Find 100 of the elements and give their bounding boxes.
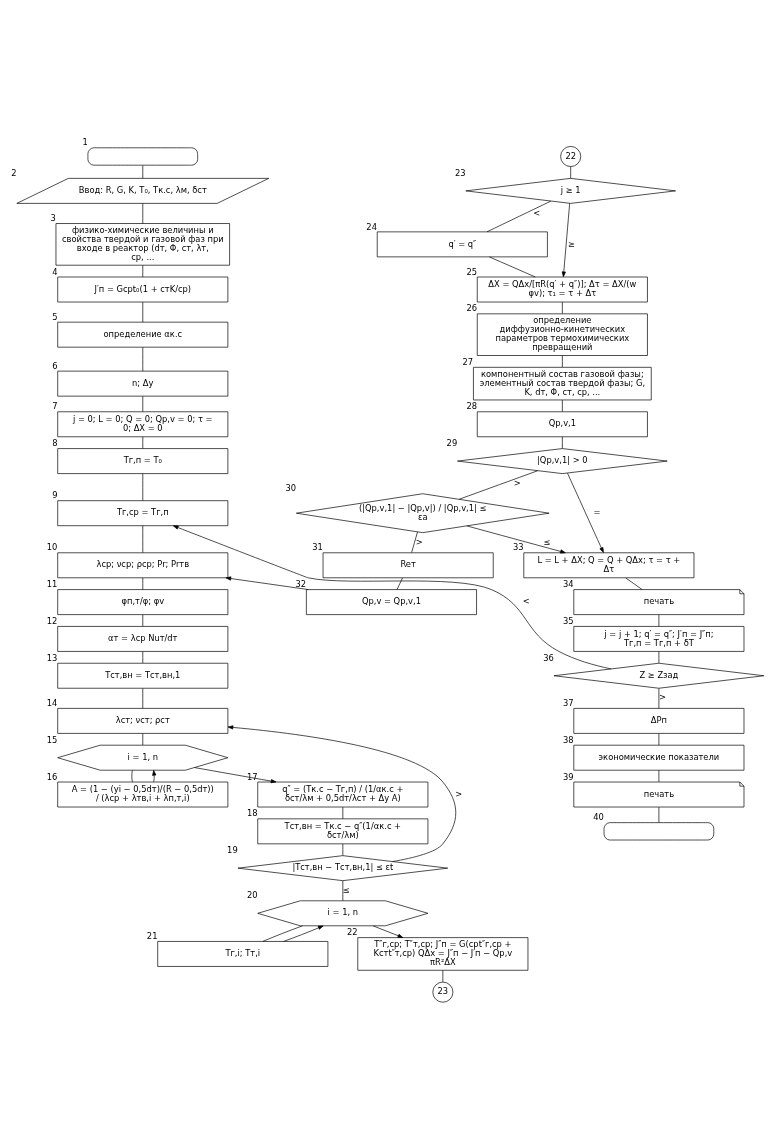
node-label: 36 — [543, 652, 554, 663]
node-oval — [603, 821, 715, 840]
connector — [658, 650, 660, 663]
node-label: 27 — [462, 356, 474, 367]
node-box: Reт — [322, 551, 494, 578]
node-box: экономические показатели — [573, 744, 745, 771]
connector — [562, 354, 563, 367]
node-box: определение αк.с — [57, 321, 229, 347]
node-label: 24 — [366, 221, 377, 231]
node-label: 34 — [562, 578, 574, 589]
edge-label: ≤ — [543, 536, 551, 547]
node-label: 31 — [312, 541, 323, 552]
node-label: 39 — [562, 771, 574, 782]
edge-label: = — [593, 506, 601, 517]
node-label: 10 — [46, 541, 58, 552]
node-box: физико-химические величины и свойства твердой и газовой фаз при входе в реактор (dт, Φ, cт, λт, cp, ... — [55, 222, 230, 266]
node-label: 3 — [50, 212, 56, 223]
node-box: q″ = (Tк.с − Tг,п) / (1/αк.с + δст/λм + 0,5dт/λст + Δy A) — [257, 781, 429, 807]
connector — [142, 577, 144, 590]
node-label: 2 — [11, 167, 17, 178]
connector — [142, 202, 144, 224]
edge-label: < — [533, 207, 541, 218]
node-circle: 22 — [560, 145, 582, 167]
node-label: 17 — [246, 771, 258, 782]
node-box: Tст,вн = Tст,вн,1 — [57, 662, 229, 689]
node-label: 33 — [512, 541, 524, 552]
node-label: 18 — [246, 807, 258, 818]
connector — [658, 732, 660, 745]
connector — [142, 164, 144, 179]
connector — [486, 200, 552, 232]
node-label: 14 — [46, 697, 58, 708]
node-box: компонентный состав газовой фазы; элементный состав твердой фазы; G, K, dт, Φ, cт, cp, ... — [473, 366, 652, 400]
connector — [562, 436, 563, 449]
edge-label: ≤ — [342, 884, 350, 895]
node-label: 20 — [246, 889, 258, 900]
node-circle: 23 — [432, 981, 454, 1003]
node-box: Tг,i; Tт,i — [157, 940, 329, 967]
node-label: 1 — [82, 136, 88, 147]
edge-label: > — [658, 691, 666, 702]
node-label: 16 — [46, 771, 58, 782]
node-box: Qp,v = Qp,v,1 — [306, 588, 477, 615]
node-label: 12 — [46, 615, 58, 626]
node-label: 37 — [562, 697, 574, 708]
node-box: q′ = q″ — [376, 231, 548, 257]
edge-label: > — [455, 788, 463, 799]
node-box: Tст,вн = Tк.с − q″(1/αк.с + δст/λм) — [257, 818, 429, 844]
node-label: 5 — [52, 311, 58, 322]
node-diamond: Z ≥ Zзад — [553, 662, 765, 689]
node-label: 22 — [346, 926, 358, 937]
node-label: 40 — [593, 811, 604, 822]
node-label: 25 — [466, 266, 477, 277]
node-box: λср; νср; ρср; Pr; Prтв — [57, 551, 229, 578]
node-label: 29 — [446, 437, 458, 448]
arrow — [567, 472, 604, 553]
node-label: 19 — [227, 844, 238, 855]
node-box: J′п = Gcpt₀(1 + cтK/cp) — [57, 276, 229, 302]
arrow — [283, 925, 324, 942]
arrow — [172, 524, 612, 669]
connector — [342, 879, 344, 901]
node-label: 6 — [52, 360, 58, 371]
connector — [142, 650, 144, 663]
connector — [262, 925, 303, 942]
connector — [142, 687, 144, 709]
connector — [489, 256, 536, 277]
node-box: j = j + 1; q′ = q″; J′п = J″п; Tг,п = Tг,п + δT — [573, 625, 745, 652]
node-box: Tг,п = T₀ — [57, 447, 229, 474]
connector — [658, 613, 660, 627]
node-box: Qp,v,1 — [476, 410, 648, 437]
node-diamond: (|Qp,v,1| − |Qp,v|) / |Qp,v,1| ≤ εa — [295, 492, 550, 533]
node-box: αт = λср Nuт/dт — [57, 625, 229, 652]
node-box: j = 0; L = 0; Q = 0; Qp,v = 0; τ = 0; ΔX = 0 — [57, 410, 229, 437]
node-label: 32 — [295, 578, 307, 589]
edge-label: < — [522, 595, 530, 606]
node-box: определение диффузионно-кинетических параметров термохимических превращений — [476, 313, 648, 356]
node-label: 7 — [52, 400, 58, 411]
node-label: 35 — [562, 615, 574, 626]
arrow — [372, 925, 404, 938]
node-label: 30 — [285, 482, 297, 493]
node-label: 13 — [46, 652, 58, 663]
node-diamond: j ≥ 1 — [465, 177, 676, 204]
connector — [142, 395, 144, 412]
node-label: 15 — [46, 734, 58, 745]
node-label: 11 — [46, 578, 58, 589]
connector — [131, 769, 133, 782]
connector — [142, 436, 144, 449]
arrow — [152, 769, 157, 782]
node-diamond: |Tст,вн − Tст,вн,1| ≤ εt — [237, 854, 449, 881]
node-box: λст; νст; ρст — [57, 707, 229, 734]
arrow — [561, 202, 571, 277]
connector — [658, 806, 660, 823]
arrow — [225, 576, 309, 590]
node-label: 21 — [146, 930, 158, 941]
node-label: 4 — [52, 266, 58, 277]
edge-label: > — [415, 536, 423, 547]
connector — [142, 613, 144, 627]
node-label: 28 — [466, 400, 477, 411]
node-oval — [87, 146, 198, 166]
node-box: n; Δy — [57, 370, 229, 396]
node-label: 26 — [466, 302, 477, 313]
node-label: 23 — [454, 167, 466, 178]
